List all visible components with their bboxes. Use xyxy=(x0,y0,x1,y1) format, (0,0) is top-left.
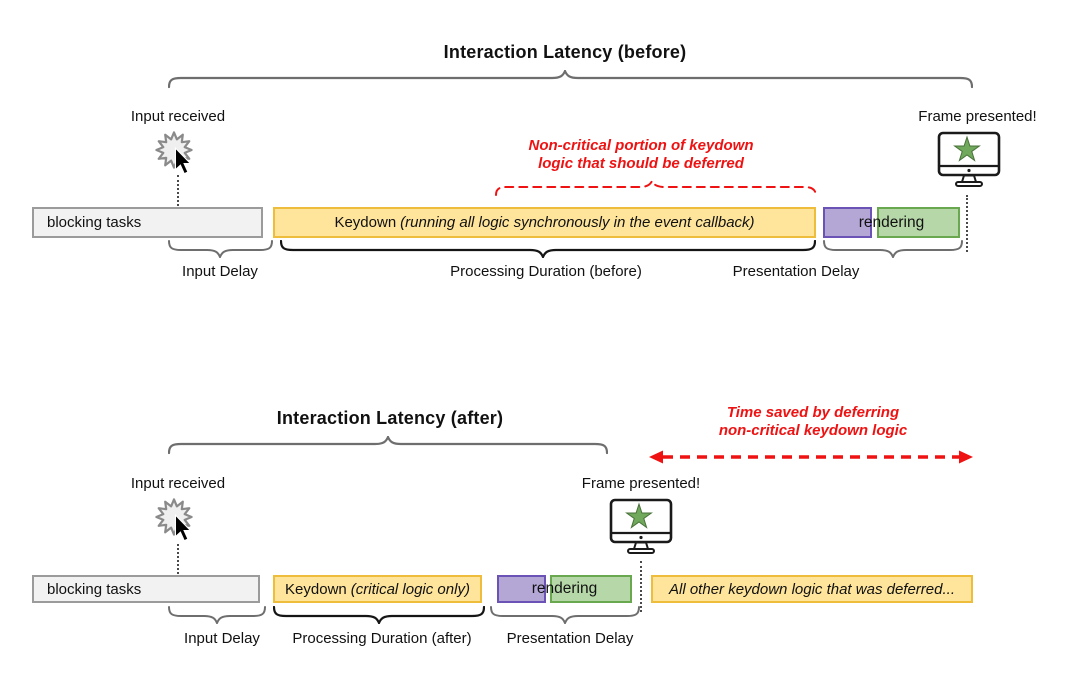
after-keydown-text: Keydown xyxy=(285,580,347,598)
after-style-layout-bar xyxy=(497,575,546,603)
before-rendering-label: rendering xyxy=(858,214,925,231)
cursor-icon xyxy=(174,147,192,175)
before-keydown-bar: Keydown (running all logic synchronously… xyxy=(273,207,816,238)
after-presentation-label: Presentation Delay xyxy=(506,630,634,647)
monitor-icon xyxy=(609,498,673,554)
before-presentation-brace xyxy=(823,240,963,258)
after-title: Interaction Latency (after) xyxy=(276,408,504,428)
before-input-received-label: Input received xyxy=(130,108,226,125)
after-time-saved-note: Time saved by deferring non-critical key… xyxy=(663,404,963,439)
before-keydown-detail-text: (running all logic synchronously in the … xyxy=(400,214,755,231)
before-title: Interaction Latency (before) xyxy=(443,42,687,62)
before-input-delay-label: Input Delay xyxy=(182,263,258,280)
after-deferred-bar: All other keydown logic that was deferre… xyxy=(651,575,973,603)
before-deferred-note: Non-critical portion of keydown logic th… xyxy=(491,137,791,172)
after-paint-bar xyxy=(550,575,632,603)
before-processing-label: Processing Duration (before) xyxy=(450,263,642,280)
before-input-delay-brace xyxy=(168,240,273,258)
before-deferred-note-line1: Non-critical portion of keydown xyxy=(528,137,754,154)
after-blocking-tasks-bar: blocking tasks xyxy=(32,575,260,603)
after-input-received-label: Input received xyxy=(130,475,226,492)
after-frame-presented-label: Frame presented! xyxy=(581,475,701,492)
after-time-saved-arrow xyxy=(649,450,973,464)
cursor-icon xyxy=(174,514,192,542)
after-input-dotted-line xyxy=(177,544,179,574)
after-deferred-text: All other keydown logic that was deferre… xyxy=(669,580,955,598)
before-keydown-text: Keydown xyxy=(334,214,397,231)
after-input-delay-brace xyxy=(168,606,266,624)
after-time-saved-line2: non-critical keydown logic xyxy=(718,421,908,439)
before-blocking-tasks-bar: blocking tasks xyxy=(32,207,263,238)
after-processing-label: Processing Duration (after) xyxy=(292,630,472,647)
before-frame-dotted-line xyxy=(966,195,968,252)
before-paint-bar xyxy=(877,207,960,238)
after-input-delay-label: Input Delay xyxy=(184,630,260,647)
before-presentation-label: Presentation Delay xyxy=(732,263,860,280)
after-processing-brace xyxy=(273,606,485,624)
after-keydown-bar: Keydown (critical logic only) xyxy=(273,575,482,603)
after-latency-brace xyxy=(168,436,608,455)
after-blocking-tasks-text: blocking tasks xyxy=(47,580,142,598)
before-deferred-dashed-brace xyxy=(495,180,817,196)
before-deferred-note-line2: logic that should be deferred xyxy=(538,154,744,172)
before-frame-presented-label: Frame presented! xyxy=(918,108,1037,125)
after-rendering-label: rendering xyxy=(531,580,598,597)
before-blocking-tasks-text: blocking tasks xyxy=(47,214,142,231)
before-style-layout-bar xyxy=(823,207,872,238)
after-time-saved-line1: Time saved by deferring xyxy=(726,404,900,421)
monitor-icon xyxy=(937,131,1001,187)
after-frame-dotted-line xyxy=(640,561,642,612)
after-keydown-detail-text: (critical logic only) xyxy=(350,580,470,598)
before-processing-brace xyxy=(280,240,816,258)
before-latency-brace xyxy=(168,70,973,89)
after-presentation-brace xyxy=(490,606,640,624)
before-input-dotted-line xyxy=(177,175,179,206)
